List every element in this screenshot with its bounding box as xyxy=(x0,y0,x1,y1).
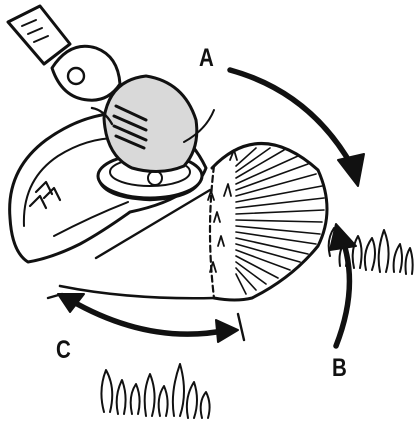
cut-grass-hatching xyxy=(236,148,324,294)
callout-b: B xyxy=(332,356,347,381)
motor-housing xyxy=(104,76,197,172)
callout-c: C xyxy=(56,338,71,363)
arrow-b xyxy=(330,224,356,346)
grass-bottom xyxy=(101,364,209,418)
arrow-c xyxy=(48,294,244,342)
trimmer-body xyxy=(8,6,214,262)
cutting-zone xyxy=(208,143,327,300)
callout-a: A xyxy=(199,46,214,71)
